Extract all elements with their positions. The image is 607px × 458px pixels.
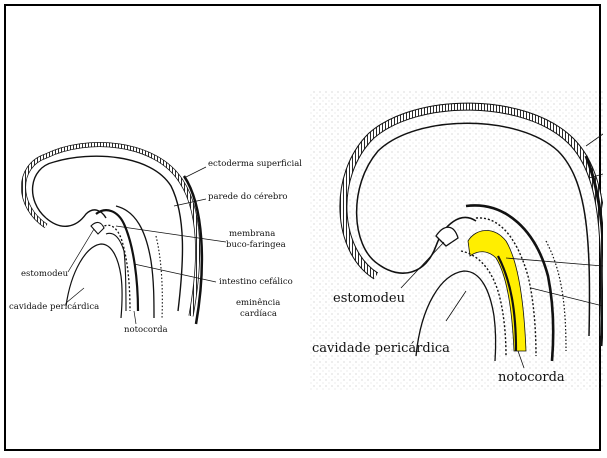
label-membrana-1: membrana — [229, 229, 275, 239]
label-eminencia-2: cardíaca — [240, 308, 277, 319]
embryo-diagrams: ectoderma superficial parede do cérebro … — [6, 6, 603, 453]
label-notocorda-right: notocorda — [498, 370, 565, 385]
label-intestino: intestino cefálico — [219, 276, 293, 287]
right-embryo-figure: estomodeu cavidade pericárdica notocorda — [309, 91, 603, 391]
label-eminencia-1: eminência — [236, 297, 280, 308]
label-parede: parede do cérebro — [208, 191, 288, 202]
label-notocorda-left: notocorda — [124, 325, 168, 335]
label-cavidade-left: cavidade pericárdica — [9, 301, 99, 312]
label-ectoderma: ectoderma superficial — [208, 159, 302, 169]
label-estomodeu-right: estomodeu — [333, 291, 405, 306]
slide: ectoderma superficial parede do cérebro … — [4, 4, 601, 451]
label-estomodeu-left: estomodeu — [21, 269, 69, 279]
label-cavidade-right: cavidade pericárdica — [312, 341, 450, 356]
left-embryo-figure: ectoderma superficial parede do cérebro … — [9, 145, 302, 335]
label-membrana-2: buco-faringea — [226, 240, 286, 250]
